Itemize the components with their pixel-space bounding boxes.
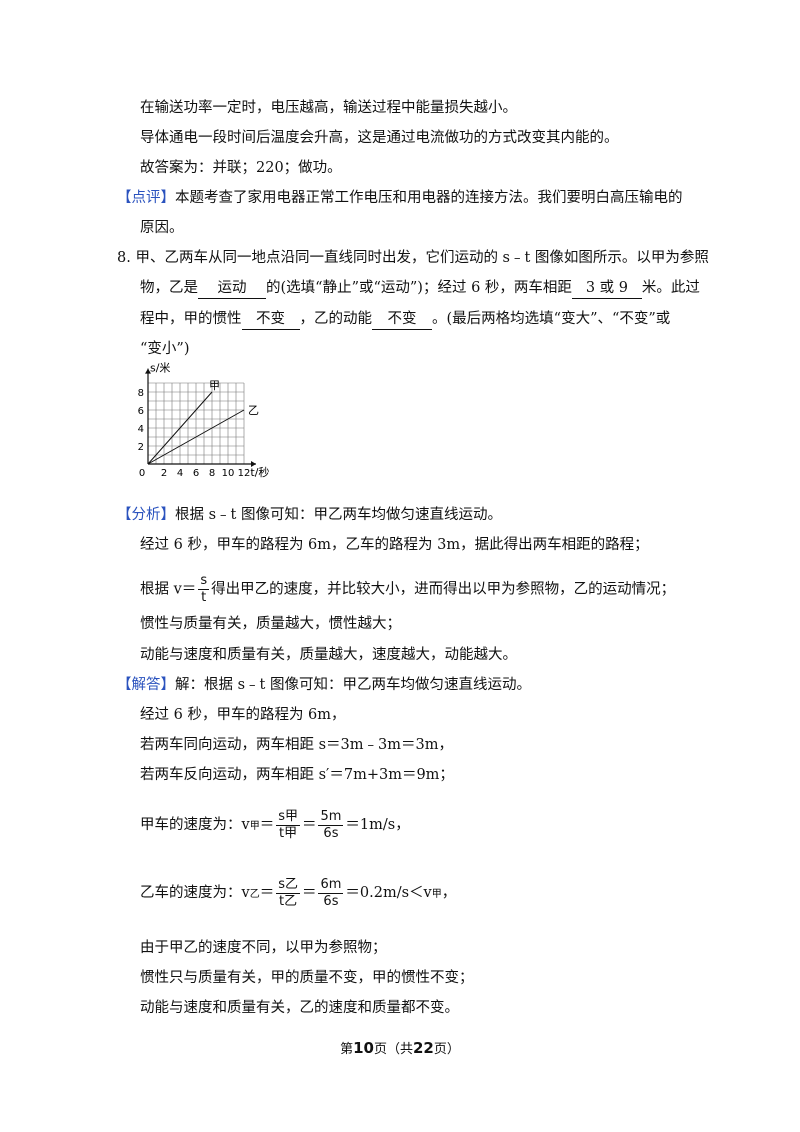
text-line: 导体通电一段时间后温度会升高，这是通过电流做功的方式改变其内能的。	[140, 130, 619, 146]
x-tick-label: 2	[161, 468, 167, 479]
x-tick-label: 0	[139, 468, 145, 479]
analysis-tag: 【分析】	[117, 507, 175, 523]
x-axis-label: t/秒	[250, 465, 269, 479]
y-tick-label: 8	[138, 388, 144, 399]
solution-line: 若两车反向运动，两车相距 s′＝7m+3m＝9m；	[140, 767, 454, 783]
x-tick-label: 10	[222, 468, 235, 479]
solution-line: 【解答】解：根据 s﹣t 图像可知：甲乙两车均做匀速直线运动。	[117, 677, 531, 693]
blank-answer: 3 或 9	[571, 278, 642, 299]
analysis-line: 惯性与质量有关，质量越大，惯性越大；	[140, 616, 401, 632]
solution-line: 由于甲乙的速度不同，以甲为参照物；	[140, 940, 387, 956]
comment-tag: 【点评】	[117, 190, 175, 206]
question-line: 程中，甲的惯性不变，乙的动能不变。(最后两格均选填“变大”、“不变”或	[140, 309, 670, 330]
solution-line: 经过 6 秒，甲车的路程为 6m，	[140, 707, 346, 723]
question-line: “变小”)	[140, 341, 190, 357]
y-tick-label: 4	[138, 424, 144, 435]
solution-line: 若两车同向运动，两车相距 s＝3m﹣3m＝3m，	[140, 737, 453, 753]
solution-line: 动能与速度和质量有关，乙的速度和质量都不变。	[140, 1000, 459, 1016]
y-tick-label: 6	[138, 406, 144, 417]
comment-line: 【点评】本题考查了家用电器正常工作电压和用电器的连接方法。我们要明白高压输电的	[117, 190, 683, 206]
y-axis-arrow	[145, 368, 151, 374]
series-label: 甲	[209, 379, 220, 392]
x-axis-arrow	[251, 461, 256, 467]
x-tick-label: 8	[209, 468, 215, 479]
text-line: 原因。	[140, 220, 184, 236]
question-number: 8.	[117, 250, 131, 266]
x-tick-label: 12	[238, 468, 251, 479]
blank-answer: 运动	[198, 278, 266, 299]
answer-line: 故答案为：并联；220；做功。	[140, 160, 342, 176]
y-tick-label: 2	[138, 442, 144, 453]
series-label: 乙	[248, 404, 259, 417]
x-tick-label: 4	[177, 468, 183, 479]
page-footer: 第10页（共22页）	[340, 1039, 460, 1057]
question-line: 8. 甲、乙两车从同一地点沿同一直线同时出发，它们运动的 s﹣t 图像如图所示。…	[117, 250, 709, 266]
y-axis-label: s/米	[150, 362, 170, 374]
x-tick-label: 6	[193, 468, 199, 479]
analysis-line: 【分析】根据 s﹣t 图像可知：甲乙两车均做匀速直线运动。	[117, 507, 502, 523]
solution-tag: 【解答】	[117, 677, 175, 693]
series-line	[147, 409, 245, 465]
blank-answer: 不变	[372, 309, 432, 330]
analysis-line: 动能与速度和质量有关，质量越大，速度越大，动能越大。	[140, 647, 517, 663]
series-line	[147, 391, 213, 465]
analysis-line: 经过 6 秒，甲车的路程为 6m，乙车的路程为 3m，据此得出两车相距的路程；	[140, 537, 649, 553]
text-line: 在输送功率一定时，电压越高，输送过程中能量损失越小。	[140, 100, 517, 116]
blank-answer: 不变	[241, 309, 300, 330]
solution-line: 惯性只与质量有关，甲的质量不变，甲的惯性不变；	[140, 970, 474, 986]
